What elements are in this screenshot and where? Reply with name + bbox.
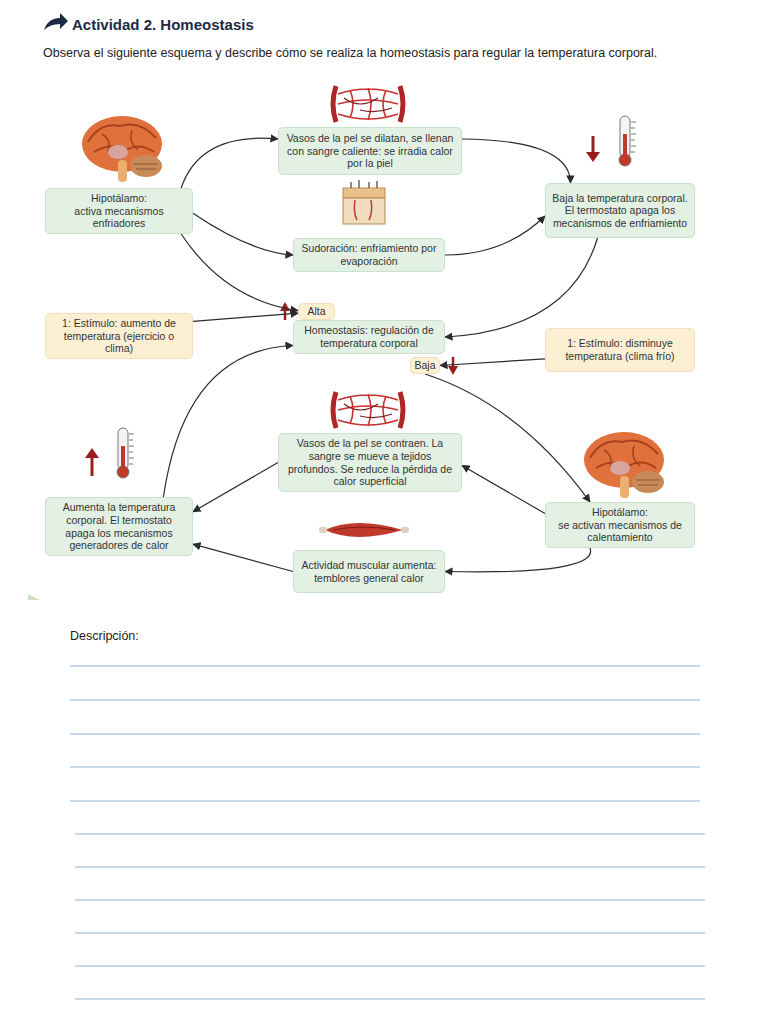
flow-arrow [445, 238, 598, 337]
level-tag: Alta [298, 303, 335, 320]
box-text: Baja la temperatura corporal. El termost… [552, 192, 688, 230]
stimulus-box: 1: Estímulo: disminuye temperatura (clim… [545, 328, 695, 372]
title: Actividad 2. Homeostasis [72, 16, 254, 33]
description-label: Descripción: [70, 628, 370, 645]
process-box: Aumenta la temperatura corporal. El term… [45, 497, 193, 556]
flow-arrow [193, 463, 278, 512]
box-text: 1: Estímulo: disminuye temperatura (clim… [552, 337, 688, 362]
box-text: activa mecanismos enfriadores [52, 205, 186, 230]
process-box: Vasos de la pel se dilatan, se llenan co… [278, 127, 462, 175]
flow-arrow [462, 465, 545, 513]
box-text: Alta [307, 305, 325, 318]
level-tag: Baja [410, 357, 440, 374]
process-box: Baja la temperatura corporal. El termost… [545, 183, 695, 238]
process-box: Hipotálamo:se activan mecanismos de cale… [545, 502, 695, 548]
flow-arrow [193, 313, 298, 321]
flow-arrow [181, 234, 298, 311]
flow-arrow [440, 359, 545, 366]
box-text: Homeostasis: regulación de temperatura c… [300, 324, 438, 349]
flow-arrow [445, 216, 545, 255]
flow-arrow [181, 138, 278, 188]
box-text: 1: Estímulo: aumento de temperatura (eje… [52, 317, 186, 355]
box-text: se activan mecanismos de calentamiento [552, 519, 688, 544]
instruction-text: Observa el siguiente esquema y describe … [43, 45, 725, 62]
process-box: Hipotálamo:activa mecanismos enfriadores [45, 188, 193, 234]
flow-arrow [163, 346, 293, 498]
box-text: Aumenta la temperatura corporal. El term… [52, 501, 186, 551]
box-heading: Hipotálamo: [592, 506, 648, 519]
process-box: Vasos de la pel se contraen. La sangre s… [278, 433, 462, 492]
flow-arrow [462, 139, 571, 183]
flow-arrow [445, 548, 591, 572]
process-box: Sudoración: enfriamiento por evaporación [293, 238, 445, 272]
box-text: Actividad muscular aumenta: temblores ge… [300, 559, 438, 584]
box-text: Vasos de la pel se dilatan, se llenan co… [285, 132, 455, 170]
box-text: Baja [415, 359, 436, 372]
process-box: Homeostasis: regulación de temperatura c… [293, 320, 445, 354]
box-heading: Hipotálamo: [91, 192, 147, 205]
flow-arrow [193, 544, 293, 571]
box-text: Vasos de la pel se contraen. La sangre s… [285, 437, 455, 487]
stimulus-box: 1: Estímulo: aumento de temperatura (eje… [45, 313, 193, 359]
box-text: Sudoración: enfriamiento por evaporación [300, 242, 438, 267]
flow-arrow [193, 213, 293, 255]
process-box: Actividad muscular aumenta: temblores ge… [293, 550, 445, 593]
